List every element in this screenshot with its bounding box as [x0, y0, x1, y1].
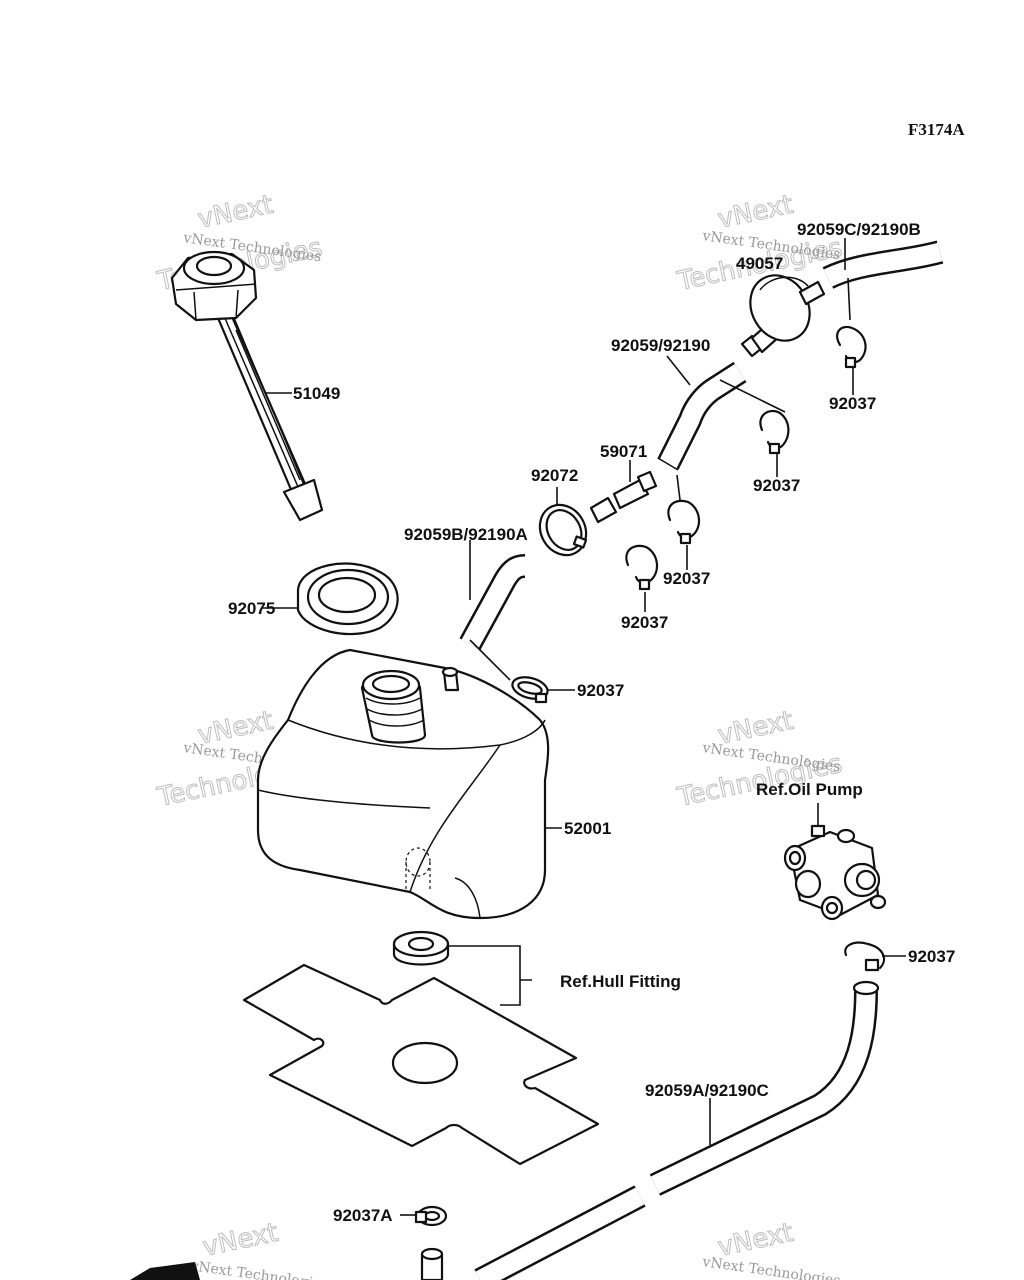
filter-49057: [740, 274, 826, 358]
leader-92059b: [469, 540, 511, 681]
label-92037-d: 92037: [621, 613, 668, 632]
oil-tank-52001: [256, 648, 550, 920]
hull-fitting-grommet: [392, 930, 450, 966]
watermark-vnext: vNext: [715, 190, 796, 235]
clamp-92072: [538, 503, 588, 557]
label-92059: 92059/92190: [611, 336, 710, 355]
label-92075: 92075: [228, 599, 275, 618]
clamp-92037-e: [511, 676, 549, 704]
label-92059b: 92059B/92190A: [404, 525, 528, 544]
watermark-vnext: vNext: [200, 1218, 281, 1263]
label-92037-a: 92037: [829, 394, 876, 413]
label-92059a: 92059A/92190C: [645, 1081, 769, 1100]
label-92072: 92072: [531, 466, 578, 485]
fitting-59071: [589, 470, 658, 524]
watermark-vnext: vNext: [195, 190, 276, 235]
hose-92059: [657, 361, 747, 471]
label-92059c: 92059C/92190B: [797, 220, 921, 239]
label-92037-e: 92037: [577, 681, 624, 700]
hose-92059a: [474, 980, 880, 1280]
label-92037-f: 92037: [908, 947, 955, 966]
watermark-bottom-right: vNext vNext Technologies: [700, 1217, 841, 1280]
direction-arrow-icon: [130, 1262, 200, 1280]
short-tube: [420, 1247, 444, 1280]
watermark-bottom-left: vNext vNext Technologies: [188, 1217, 329, 1280]
filler-cap-tube: [170, 250, 324, 522]
figure-code: F3174A: [908, 120, 965, 139]
clamp-92037a: [414, 1205, 448, 1227]
watermark-text: vNext Technologies: [188, 1258, 329, 1280]
leader-hull-fitting: [448, 945, 532, 1006]
label-51049: 51049: [293, 384, 340, 403]
label-49057: 49057: [736, 254, 783, 273]
label-92037a: 92037A: [333, 1206, 393, 1225]
clamp-92037-c: [667, 499, 701, 545]
oil-pump: [783, 824, 887, 921]
label-oil-pump: Ref.Oil Pump: [756, 780, 863, 799]
leader-92059c: [844, 238, 851, 321]
clamp-92037-d: [625, 544, 659, 591]
hose-92059b: [459, 554, 526, 650]
label-59071: 59071: [600, 442, 647, 461]
hull-fitting-plate: [242, 963, 600, 1166]
clamp-92037-a: [836, 325, 867, 369]
label-52001: 52001: [564, 819, 611, 838]
label-hull-fitting: Ref.Hull Fitting: [560, 972, 681, 991]
label-92037-b: 92037: [753, 476, 800, 495]
leader-92059: [666, 355, 786, 501]
watermark-vnext: vNext: [715, 1218, 796, 1263]
clamp-92037-f: [844, 941, 886, 972]
watermark-text: vNext Technologies: [700, 1254, 841, 1280]
clamp-92037-b: [759, 409, 790, 455]
grommet-92075: [296, 562, 399, 636]
label-92037-c: 92037: [663, 569, 710, 588]
hose-92059c: [822, 240, 944, 289]
